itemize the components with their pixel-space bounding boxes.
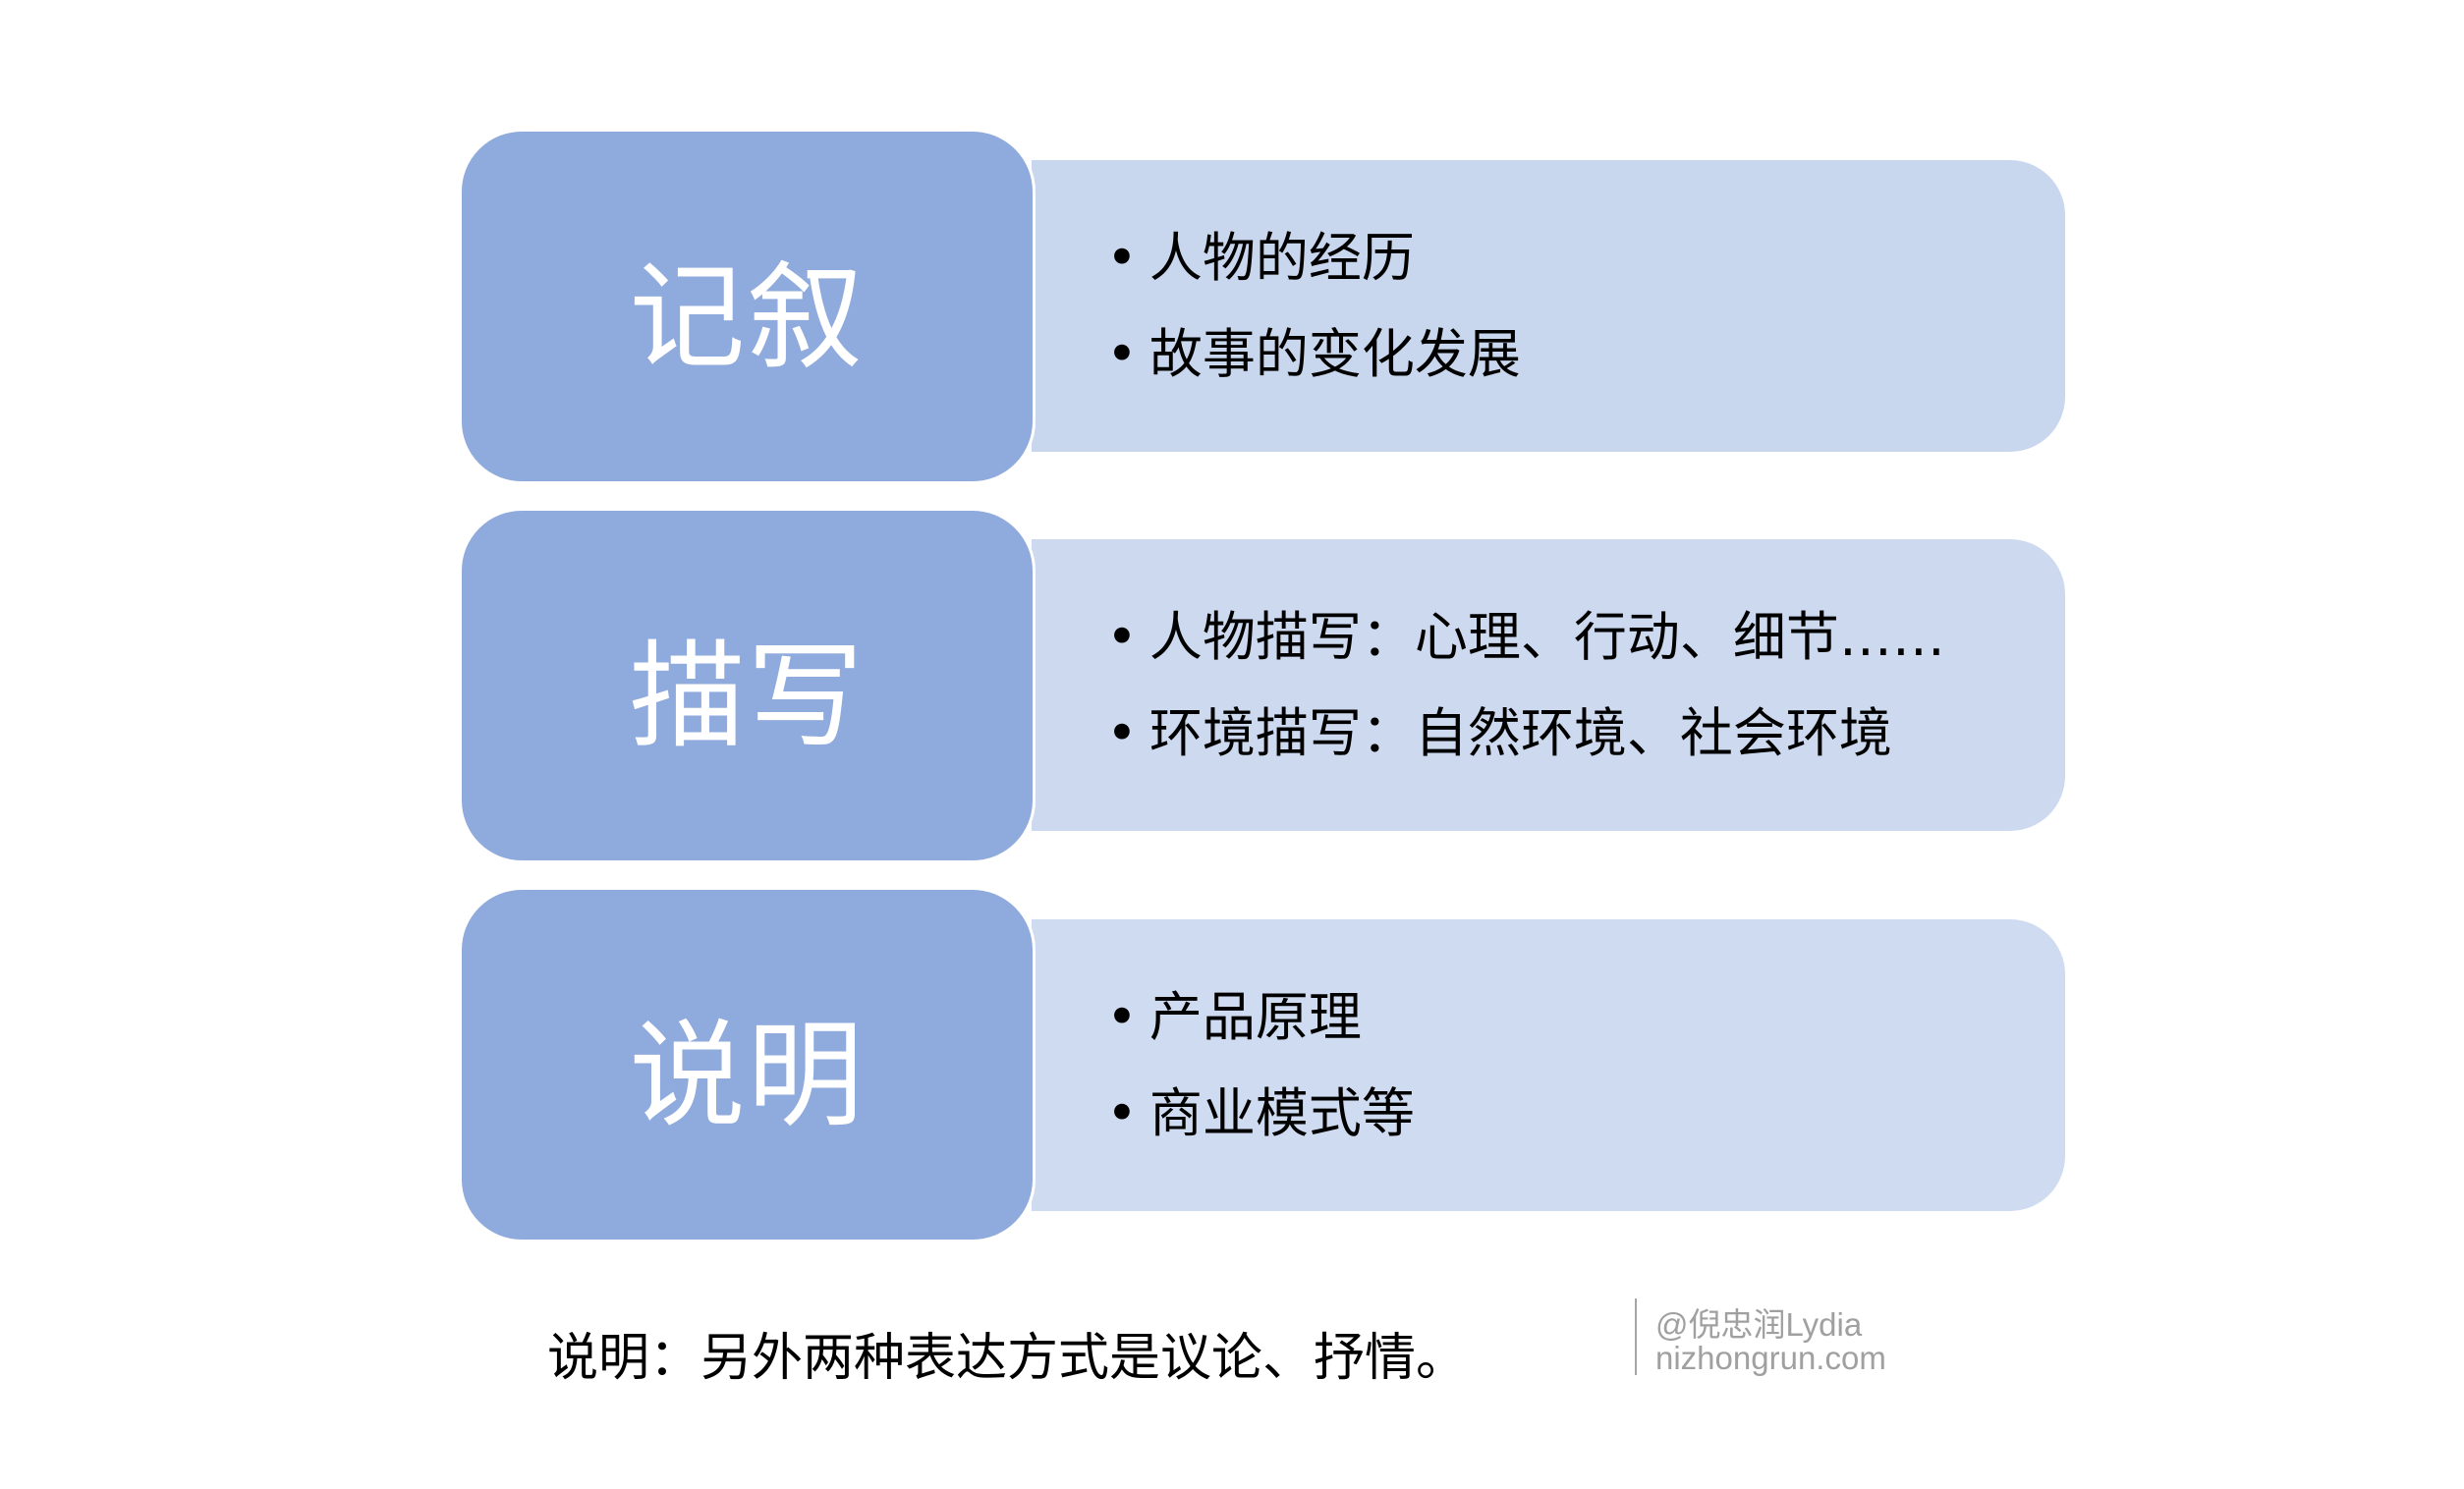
watermark-author: @倪忠润Lydia xyxy=(1655,1306,1863,1343)
watermark-site: nizhongrun.com xyxy=(1655,1340,1886,1376)
footer-note: 说明：另外两种表达方式是议论、抒情。 xyxy=(547,1329,1468,1388)
category-box: 记叙 xyxy=(459,129,1036,484)
bullet-item: 环境描写：自然环境、社会环境 xyxy=(1106,686,1945,782)
detail-box: 产品原理商业模式等 xyxy=(1032,919,2065,1211)
category-title: 描写 xyxy=(629,628,866,764)
category-title: 记叙 xyxy=(629,248,866,385)
detail-box: 人物的经历故事的变化发展 xyxy=(1032,160,2065,452)
category-box: 说明 xyxy=(459,887,1036,1242)
detail-box: 人物描写：心理、行动、细节……环境描写：自然环境、社会环境 xyxy=(1032,539,2065,831)
bullet-item: 商业模式等 xyxy=(1106,1066,1415,1162)
category-box: 描写 xyxy=(459,508,1036,863)
watermark-divider xyxy=(1635,1298,1637,1375)
category-title: 说明 xyxy=(629,1007,866,1143)
bullet-item: 人物的经历 xyxy=(1106,210,1521,306)
bullet-item: 故事的变化发展 xyxy=(1106,306,1521,403)
bullet-item: 人物描写：心理、行动、细节…… xyxy=(1106,589,1945,686)
bullet-item: 产品原理 xyxy=(1106,969,1415,1066)
